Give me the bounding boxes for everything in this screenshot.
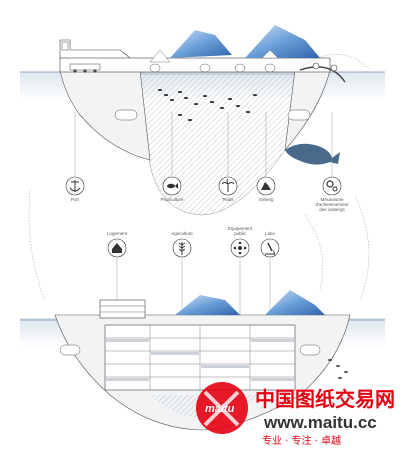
label-agriculture: Agriculture: [171, 231, 193, 236]
iceberg-right: [245, 25, 320, 58]
underwater-volume: [134, 73, 301, 216]
iceberg-icon: [256, 176, 276, 196]
maitu-logo-text: maitu: [205, 403, 235, 415]
wheat-icon: [172, 238, 192, 258]
label-mecanisme-line3: des icebergs: [319, 207, 345, 212]
label-equipement: Equipement: [228, 226, 253, 231]
hull-right: [284, 69, 331, 151]
fish-icon: [162, 176, 182, 196]
network-icon: [230, 238, 250, 258]
fish-school: [157, 89, 258, 121]
gears-icon: [322, 176, 342, 196]
hull-capsule: [114, 109, 138, 121]
iceberg-left: [170, 30, 232, 58]
whale: [285, 143, 340, 165]
label-poids: Poids: [222, 197, 234, 202]
house-icon: [107, 238, 127, 258]
tower-structure: [59, 39, 131, 59]
top-icon-row: [65, 176, 342, 196]
bottom-section: [20, 290, 385, 431]
palm-tree-icon: [218, 176, 238, 196]
hull-capsule: [299, 344, 321, 356]
fish-school-bottom: [328, 359, 348, 379]
vehicle: [69, 63, 101, 73]
label-mecanisme-line2: d'acheminement: [316, 202, 350, 207]
ice-chunk: [261, 49, 279, 59]
label-port: Port: [71, 197, 80, 202]
watermark: maitu 中国图纸交易网 www.maitu.cc 专业 · 专注 · 卓越: [196, 382, 395, 447]
label-mecanisme: Mécanisme: [320, 197, 344, 202]
habitation-grid: [105, 325, 295, 390]
iceberg-bottom-left: [175, 295, 240, 315]
floats: [149, 63, 276, 73]
hull-capsule: [287, 109, 311, 121]
iceberg-conveyor: [299, 54, 371, 83]
habitation-fill: [106, 339, 294, 381]
ice-chunk: [149, 49, 171, 63]
bottom-icon-row: [107, 238, 280, 258]
transfer-curves: [28, 189, 370, 301]
watermark-tagline: 专业 · 专注 · 卓越: [262, 434, 341, 447]
hull-left: [59, 69, 151, 161]
tower-window: [61, 41, 69, 51]
top-connectors: [74, 112, 333, 176]
maitu-logo: maitu: [196, 382, 248, 434]
label-equipement-line2: public: [234, 231, 247, 236]
label-iceberg: Iceberg: [258, 197, 274, 202]
hull-capsule: [59, 344, 81, 356]
deck-building: [99, 299, 146, 319]
watermark-cn-title: 中国图纸交易网: [255, 387, 395, 411]
microscope-icon: [260, 238, 280, 258]
label-pisciculture: Pisciculture: [160, 197, 184, 202]
main-deck: [59, 57, 331, 73]
watermark-url: www.maitu.cc: [263, 413, 377, 432]
anchor-icon: [65, 176, 85, 196]
label-labo: Labo: [265, 231, 276, 236]
label-logement: Logement: [107, 231, 128, 236]
iceberg-bottom-right: [265, 290, 325, 315]
